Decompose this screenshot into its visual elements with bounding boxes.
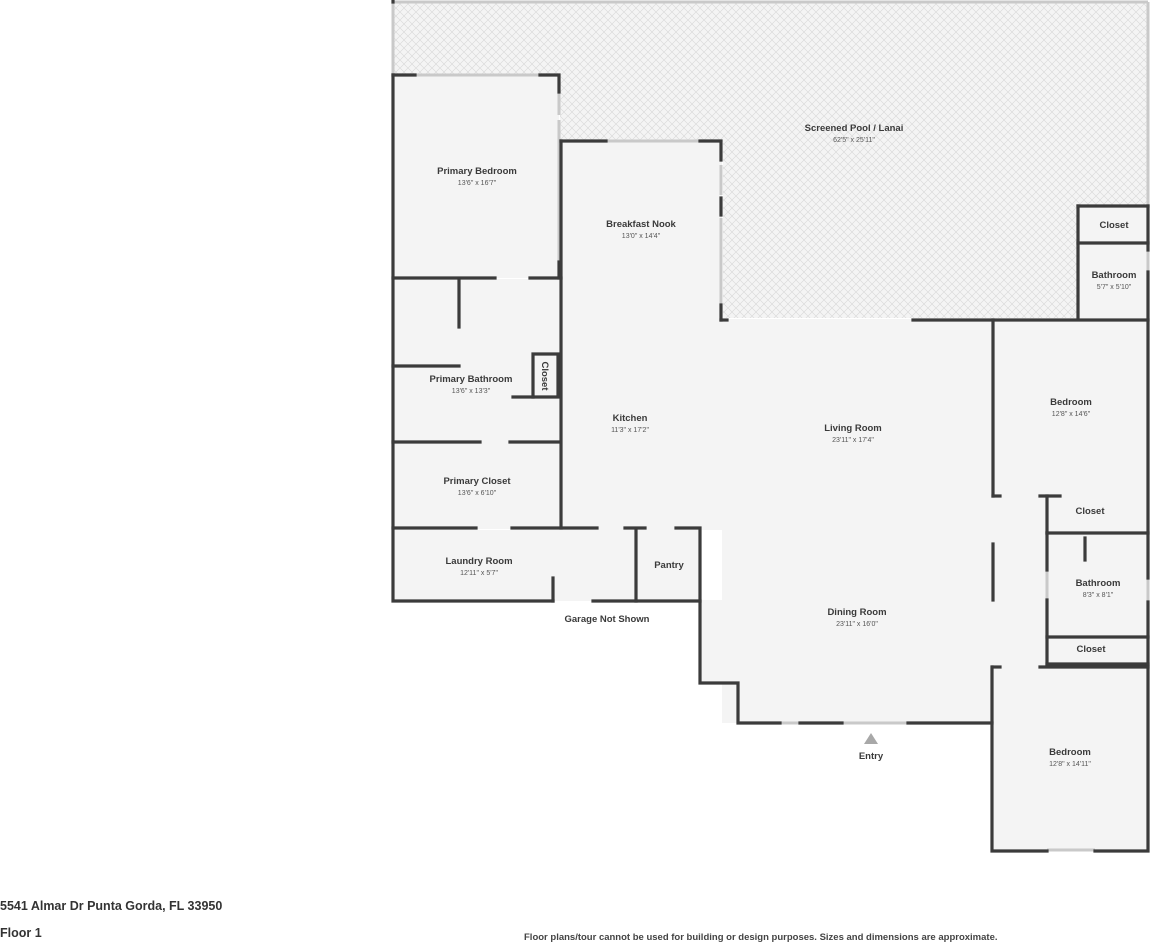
- bathroom-mid-dim: 8'3" x 8'1": [1083, 592, 1114, 599]
- bedroom-east-dim: 12'8" x 14'6": [1052, 411, 1091, 418]
- primary-bathroom-name: Primary Bathroom: [430, 374, 513, 385]
- primary-bedroom-name: Primary Bedroom: [437, 166, 517, 177]
- pool-name: Screened Pool / Lanai: [805, 123, 904, 134]
- primary-closet-dim: 13'6" x 6'10": [458, 490, 497, 497]
- bathroom-ne-dim: 5'7" x 5'10": [1097, 284, 1132, 291]
- bathroom-mid-name: Bathroom: [1076, 578, 1121, 589]
- laundry-room-name: Laundry Room: [445, 556, 512, 567]
- primary-bath-floor: [395, 279, 559, 529]
- laundry-floor: [395, 530, 700, 601]
- breakfast-nook-dim: 13'0" x 14'4": [622, 233, 661, 240]
- living-room-name: Living Room: [824, 423, 882, 434]
- bedroom-east-name: Bedroom: [1050, 397, 1092, 408]
- kitchen-name: Kitchen: [613, 413, 648, 424]
- primary-bedroom-dim: 13'6" x 16'7": [458, 180, 497, 187]
- bathroom-ne-name: Bathroom: [1092, 270, 1137, 281]
- living-room-dim: 23'11" x 17'4": [832, 437, 874, 444]
- kitchen-dim: 11'3" x 17'2": [611, 427, 649, 434]
- primary-bath-closet-name: Closet: [539, 361, 550, 391]
- primary-bathroom-dim: 13'6" x 13'3": [452, 388, 491, 395]
- floor-label: Floor 1: [0, 926, 42, 940]
- breakfast-nook-name: Breakfast Nook: [606, 219, 676, 230]
- dining-room-dim: 23'11" x 16'0": [836, 621, 878, 628]
- bedroom-se-floor: [994, 668, 1148, 851]
- walls: [391, 0, 1150, 853]
- laundry-room-dim: 12'11" x 5'7": [460, 570, 498, 577]
- dining-room-name: Dining Room: [827, 607, 886, 618]
- ne-bath-floor: [1078, 206, 1148, 318]
- closet-ne-name: Closet: [1099, 220, 1129, 231]
- disclaimer: Floor plans/tour cannot be used for buil…: [524, 932, 998, 943]
- pantry-name: Pantry: [654, 560, 684, 571]
- entry-label: Entry: [859, 751, 884, 762]
- bedroom-se-dim: 12'8" x 14'11": [1049, 761, 1091, 768]
- bedroom-se-name: Bedroom: [1049, 747, 1091, 758]
- address: 5541 Almar Dr Punta Gorda, FL 33950: [0, 899, 223, 913]
- pool-floor: [393, 2, 1148, 318]
- closet-low-name: Closet: [1076, 644, 1106, 655]
- entry-arrow-icon: [864, 733, 878, 744]
- kitchen-floor: [562, 142, 722, 530]
- closet-mid-name: Closet: [1075, 506, 1105, 517]
- dining-floor: [700, 600, 992, 723]
- primary-bedroom-floor: [395, 76, 559, 278]
- pool-dim: 62'5" x 25'11": [833, 137, 875, 144]
- primary-closet-name: Primary Closet: [443, 476, 511, 487]
- east-wing-floor: [994, 319, 1148, 669]
- garage-label: Garage Not Shown: [565, 614, 650, 625]
